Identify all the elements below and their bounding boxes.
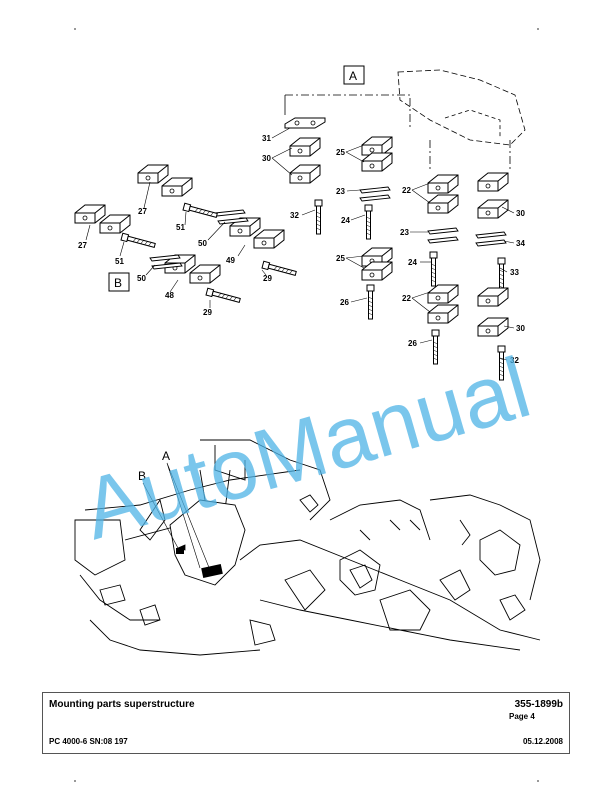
callout-b: B bbox=[138, 469, 146, 483]
detail-cutout bbox=[169, 499, 246, 586]
part-34: 34 bbox=[516, 239, 525, 248]
view-label-box-a bbox=[343, 65, 365, 85]
view-label-b: B bbox=[114, 276, 122, 290]
part-31: 31 bbox=[262, 134, 271, 143]
part-30: 30 bbox=[262, 154, 271, 163]
part-29: 29 bbox=[263, 274, 272, 283]
part-24: 24 bbox=[341, 216, 350, 225]
part-32: 32 bbox=[290, 211, 299, 220]
part-32: 32 bbox=[510, 356, 519, 365]
part-26: 26 bbox=[340, 298, 349, 307]
document-date: 05.12.2008 bbox=[522, 737, 563, 746]
watermark-text: AutoManual bbox=[73, 339, 541, 558]
part-51: 51 bbox=[115, 257, 124, 266]
part-27: 27 bbox=[138, 207, 147, 216]
machine-model: PC 4000-6 SN:08 197 bbox=[49, 737, 128, 746]
frame-outline-a bbox=[284, 69, 526, 170]
part-25: 25 bbox=[336, 254, 345, 263]
part-50: 50 bbox=[198, 239, 207, 248]
part-29: 29 bbox=[203, 308, 212, 317]
part-48: 48 bbox=[165, 291, 174, 300]
page-number: Page 4 bbox=[509, 712, 535, 721]
callout-leader-b bbox=[142, 482, 179, 549]
part-51: 51 bbox=[176, 223, 185, 232]
part-33: 33 bbox=[510, 268, 519, 277]
part-26: 26 bbox=[408, 339, 417, 348]
leader-lines bbox=[85, 127, 515, 361]
title-block: Mounting parts superstructure 355-1899b … bbox=[42, 692, 570, 754]
part-23: 23 bbox=[336, 187, 345, 196]
marker-b bbox=[176, 548, 184, 554]
document-title: Mounting parts superstructure bbox=[49, 699, 195, 710]
corner-mark-bottom-left bbox=[74, 780, 76, 782]
part-30: 30 bbox=[516, 209, 525, 218]
part-23: 23 bbox=[400, 228, 409, 237]
callout-leader-a bbox=[166, 462, 211, 571]
part-24: 24 bbox=[408, 258, 417, 267]
callout-a: A bbox=[162, 449, 170, 463]
view-label-a: A bbox=[349, 69, 357, 83]
part-number-labels: 31 30 25 23 22 30 32 24 23 34 25 24 33 2… bbox=[78, 134, 525, 365]
part-49: 49 bbox=[226, 256, 235, 265]
corner-mark-top-right bbox=[537, 28, 539, 30]
part-22: 22 bbox=[402, 186, 411, 195]
view-label-box-b bbox=[108, 272, 130, 292]
part-27: 27 bbox=[78, 241, 87, 250]
document-code: 355-1899b bbox=[514, 699, 563, 710]
part-25: 25 bbox=[336, 148, 345, 157]
part-30: 30 bbox=[516, 324, 525, 333]
corner-mark-top-left bbox=[74, 28, 76, 30]
marker-a bbox=[201, 564, 223, 578]
part-22: 22 bbox=[402, 294, 411, 303]
parts-group-a bbox=[284, 117, 509, 381]
corner-mark-bottom-right bbox=[537, 780, 539, 782]
exploded-parts-drawing: A B bbox=[73, 65, 541, 656]
part-50: 50 bbox=[137, 274, 146, 283]
